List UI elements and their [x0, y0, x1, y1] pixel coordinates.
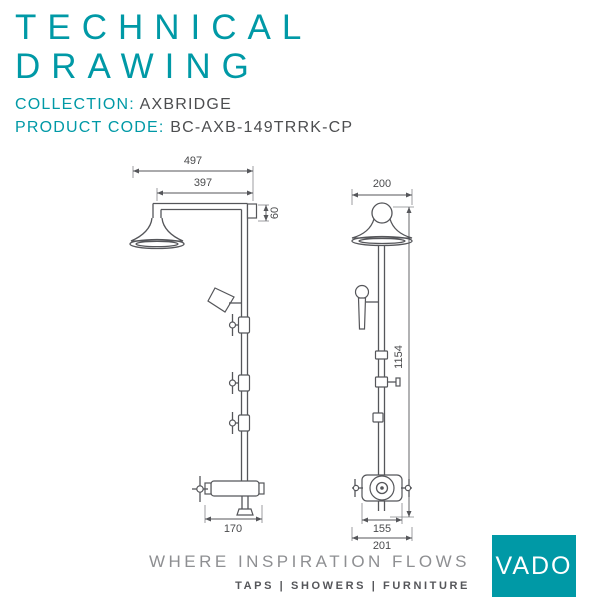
- handset-cradle: [207, 287, 235, 313]
- collection-value: AXBRIDGE: [139, 96, 232, 113]
- dim-170-label: 170: [224, 523, 242, 535]
- dim-60-label: 60: [269, 207, 281, 219]
- dim-497-label: 497: [184, 155, 202, 167]
- vado-logo: VADO: [492, 535, 576, 597]
- handset-head: [354, 284, 370, 300]
- page-title-line-1: TECHNICAL: [15, 8, 313, 47]
- shower-head-joint: [371, 202, 393, 224]
- footer-tagline: WHERE INSPIRATION FLOWS: [148, 552, 470, 571]
- footer-categories: TAPS | SHOWERS | FURNITURE: [235, 580, 470, 592]
- wall-fitting: [246, 203, 258, 219]
- product-code-label: PRODUCT CODE:: [15, 119, 165, 136]
- product-code-value: BC-AXB-149TRRK-CP: [170, 119, 354, 136]
- collection-row: COLLECTION: AXBRIDGE: [15, 93, 353, 116]
- product-code-row: PRODUCT CODE: BC-AXB-149TRRK-CP: [15, 116, 353, 139]
- valve-body-side: [210, 480, 260, 497]
- dim-397-label: 397: [194, 177, 212, 189]
- page-title-line-2: DRAWING: [15, 47, 260, 86]
- shower-head-side: [130, 217, 184, 242]
- technical-drawing: 497 397 60: [129, 155, 414, 552]
- shower-head-front: [351, 218, 413, 239]
- handset-handle: [357, 297, 367, 330]
- vado-logo-text: VADO: [495, 551, 573, 580]
- dim-1154-label: 1154: [393, 345, 405, 369]
- side-view-drawing: 497 397 60: [129, 155, 281, 535]
- front-view-drawing: 200 1154: [351, 178, 414, 552]
- product-meta: COLLECTION: AXBRIDGE PRODUCT CODE: BC-AX…: [15, 93, 353, 139]
- dim-200-label: 200: [373, 178, 391, 190]
- header: TECHNICAL DRAWING COLLECTION: AXBRIDGE P…: [15, 8, 353, 139]
- collection-label: COLLECTION:: [15, 96, 135, 113]
- dim-201-label: 201: [373, 540, 391, 552]
- footer-text: WHERE INSPIRATION FLOWS TAPS | SHOWERS |…: [149, 552, 470, 592]
- dim-155-label: 155: [373, 523, 391, 535]
